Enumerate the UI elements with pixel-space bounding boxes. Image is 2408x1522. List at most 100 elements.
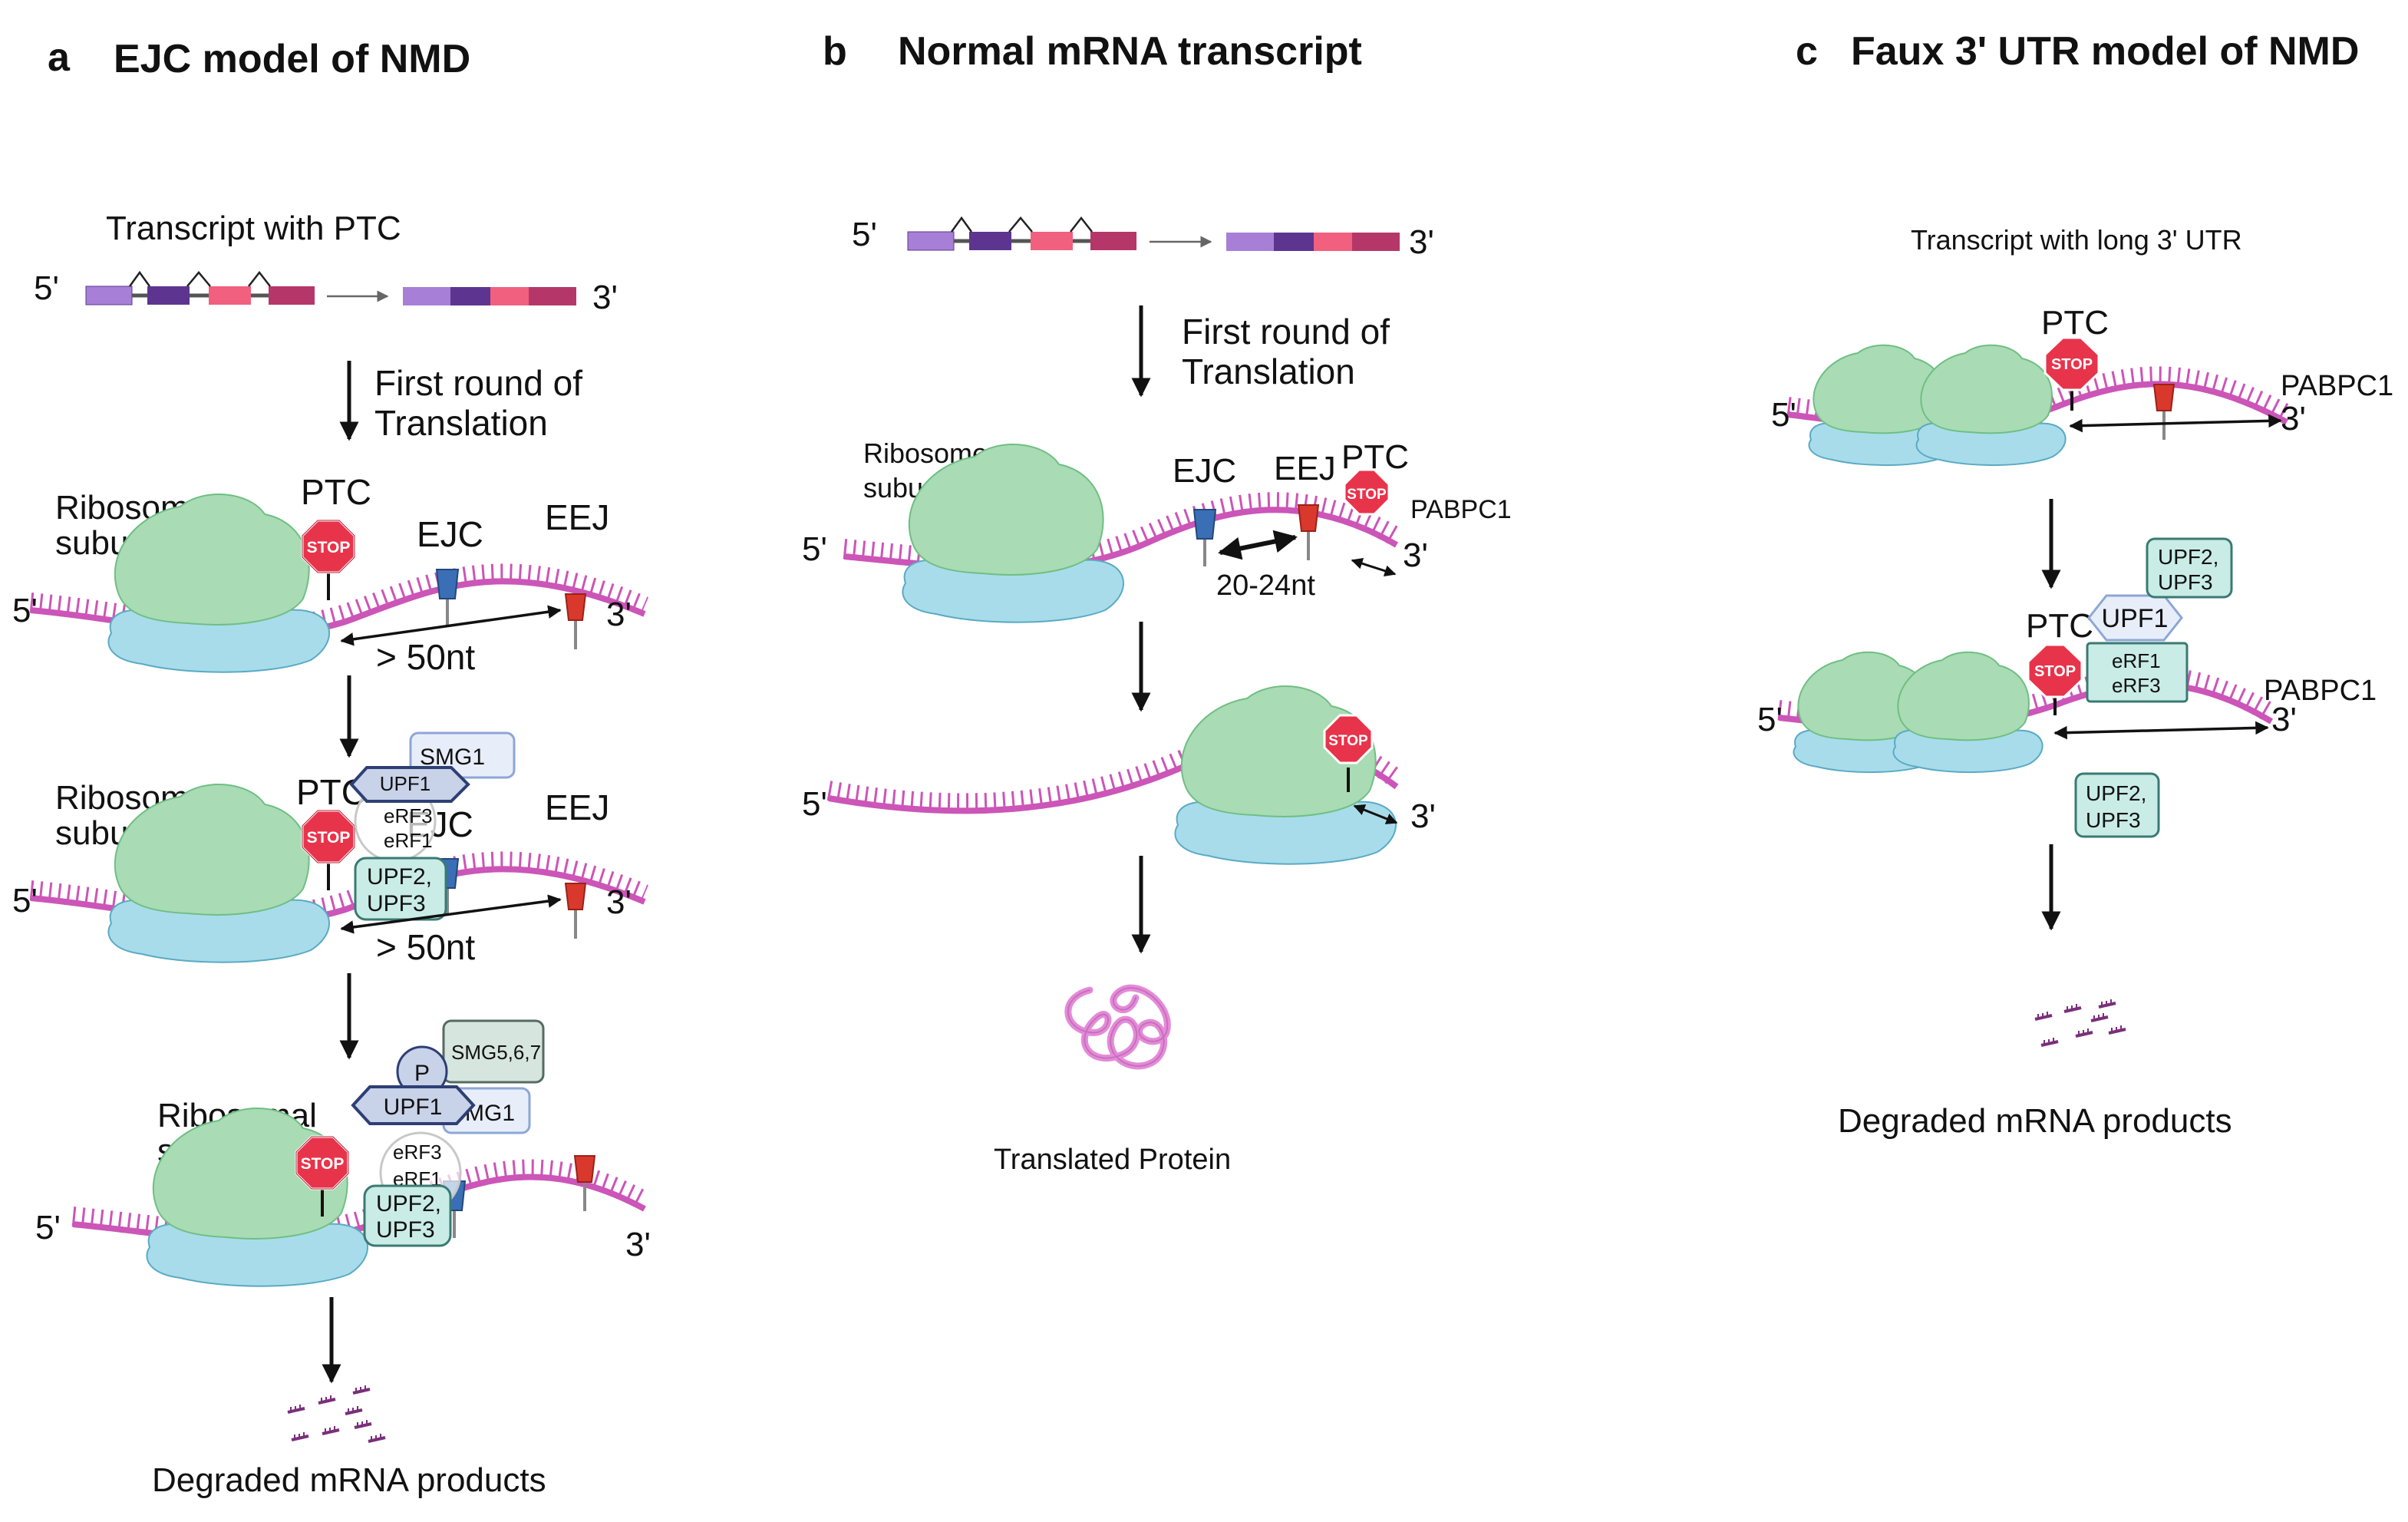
panel-b-five-prime: 5' (852, 216, 877, 253)
panel-b-title: Normal mRNA transcript (898, 29, 1362, 74)
panel-c-erf1: eRF1 (2112, 649, 2161, 672)
panel-c-erf3: eRF3 (2112, 674, 2161, 697)
panel-c-upf23-box-1 (2146, 537, 2233, 599)
panel-b-utr-arrow-1 (1351, 557, 1397, 577)
panel-b-pre-mrna (908, 218, 1136, 250)
panel-c-three-2: 3' (2271, 701, 2297, 738)
panel-a-erf3-1: eRF3 (384, 804, 433, 827)
panel-a-distance-2: > 50nt (376, 927, 475, 967)
panel-b-utr-arrow-2 (1353, 804, 1398, 824)
panel-c: c Faux 3' UTR model of NMD Transcript wi… (1757, 29, 2393, 1140)
panel-c-pabpc1-2: PABPC1 (2264, 675, 2377, 707)
panel-b-stop-text-2: STOP (1328, 733, 1368, 749)
panel-a-eej-marker-2 (564, 882, 587, 940)
panel-a-upf2-2: UPF2, (376, 1191, 441, 1217)
panel-c-utr-arrow-1 (2069, 414, 2282, 433)
panel-b-stop-2 (1323, 714, 1374, 764)
panel-a-upf2-1: UPF2, (367, 864, 432, 890)
panel-a-pre-mrna (86, 272, 315, 305)
panel-a-erf3-2: eRF3 (393, 1141, 442, 1164)
panel-a-upf1-1 (349, 766, 470, 803)
panel-c-stop-2 (2027, 643, 2083, 698)
panel-c-erf-box (2086, 642, 2189, 703)
panel-c-upf2-1: UPF2, (2158, 545, 2218, 569)
panel-a-distance-arrow-1 (340, 605, 562, 646)
panel-c-stop-text-2: STOP (2034, 663, 2076, 680)
panel-a-five-3: 5' (35, 1209, 61, 1246)
panel-a-smg567-box (442, 1019, 545, 1084)
panel-c-stop-text-1: STOP (2051, 356, 2093, 373)
panel-a-three-3: 3' (625, 1226, 651, 1263)
panel-a-upf3-2: UPF3 (376, 1217, 435, 1243)
panel-a-stop-text-3: STOP (301, 1155, 345, 1173)
panel-c-title: Faux 3' UTR model of NMD (1851, 29, 2359, 74)
panel-b-eej: EEJ (1274, 450, 1336, 487)
panel-b-stop-1 (1343, 468, 1390, 516)
panel-a-upf3-1: UPF3 (367, 891, 426, 916)
panel-c-pabpc1-1: PABPC1 (2281, 370, 2393, 402)
panel-b-step1-line2: Translation (1182, 352, 1355, 391)
panel-c-stop-1 (2044, 336, 2100, 391)
panel-b-ribosome-2 (1174, 685, 1397, 865)
panel-b-five-2: 5' (802, 785, 827, 823)
panel-c-degraded-fragments (2034, 998, 2127, 1047)
panel-b-protein-outline (1067, 987, 1169, 1067)
panel-a-erf1-1: eRF1 (384, 829, 433, 852)
panel-b-spliced-mrna (1226, 233, 1400, 251)
panel-a-transcript-label: Transcript with PTC (106, 210, 401, 247)
panel-a: a EJC model of NMD Transcript with PTC 5… (12, 35, 651, 1499)
panel-b-protein-label: Translated Protein (994, 1144, 1231, 1176)
panel-c-utr-arrow-2 (2053, 721, 2269, 740)
panel-c-upf1 (2087, 594, 2183, 642)
panel-a-three-prime: 3' (592, 279, 618, 316)
panel-a-smg1-1: SMG1 (420, 744, 485, 770)
panel-a-three-1: 3' (606, 596, 632, 633)
panel-c-ribosome-1b (1915, 344, 2067, 467)
panel-c-upf3-2: UPF3 (2086, 808, 2141, 832)
panel-c-upf23-box-2 (2074, 772, 2160, 838)
panel-b-ejc-marker (1192, 508, 1217, 568)
panel-b-eej-marker (1297, 503, 1320, 562)
panel-b-ribosome-1 (902, 443, 1124, 623)
panel-b-letter: b (823, 29, 847, 74)
panel-c-transcript-label: Transcript with long 3' UTR (1911, 224, 2242, 256)
panel-c-eej-marker (2152, 383, 2175, 441)
panel-a-ejc-marker-1 (435, 568, 460, 628)
panel-a-degraded-fragments (286, 1384, 387, 1443)
panel-c-degraded-label: Degraded mRNA products (1838, 1102, 2232, 1140)
panel-a-degraded-label: Degraded mRNA products (152, 1461, 546, 1499)
panel-b-ejc: EJC (1173, 452, 1236, 490)
panel-a-upf1-text-1: UPF1 (380, 772, 430, 795)
panel-a-five-1: 5' (12, 592, 38, 629)
panel-a-five-prime: 5' (34, 269, 59, 307)
panel-b-three-1: 3' (1403, 536, 1428, 574)
panel-a-eej-1: EEJ (545, 497, 609, 537)
panel-c-upf2-2: UPF2, (2086, 781, 2146, 805)
panel-a-stop-1 (301, 519, 356, 602)
panel-b-five-1: 5' (802, 530, 827, 568)
panel-c-ribosome-2b (1892, 651, 2044, 774)
panel-b: b Normal mRNA transcript 5' 3' First rou… (802, 29, 1512, 1176)
panel-a-title: EJC model of NMD (114, 37, 470, 81)
panel-a-ptc-1: PTC (301, 472, 371, 512)
panel-a-upf23-box-2 (363, 1184, 452, 1247)
panel-a-distance-1: > 50nt (376, 637, 475, 677)
panel-a-upf1-text-2: UPF1 (384, 1094, 443, 1120)
panel-c-ptc-1: PTC (2041, 304, 2109, 342)
panel-a-smg567: SMG5,6,7 (451, 1041, 541, 1064)
panel-a-distance-arrow-2 (340, 894, 562, 934)
panel-b-pabpc1: PABPC1 (1410, 495, 1512, 524)
panel-b-three-prime: 3' (1409, 223, 1434, 261)
panel-a-eej-2: EEJ (545, 787, 609, 827)
panel-a-upf1-2 (351, 1085, 476, 1125)
panel-b-step1-line1: First round of (1182, 312, 1390, 352)
panel-a-letter: a (48, 35, 71, 80)
panel-c-five-1: 5' (1771, 396, 1796, 434)
panel-c-three-1: 3' (2281, 400, 2306, 437)
panel-c-upf3-1: UPF3 (2158, 570, 2213, 594)
panel-b-distance-arrow (1218, 530, 1298, 560)
panel-a-stop-text-1: STOP (307, 539, 351, 556)
panel-a-eej-marker-1 (564, 593, 587, 651)
